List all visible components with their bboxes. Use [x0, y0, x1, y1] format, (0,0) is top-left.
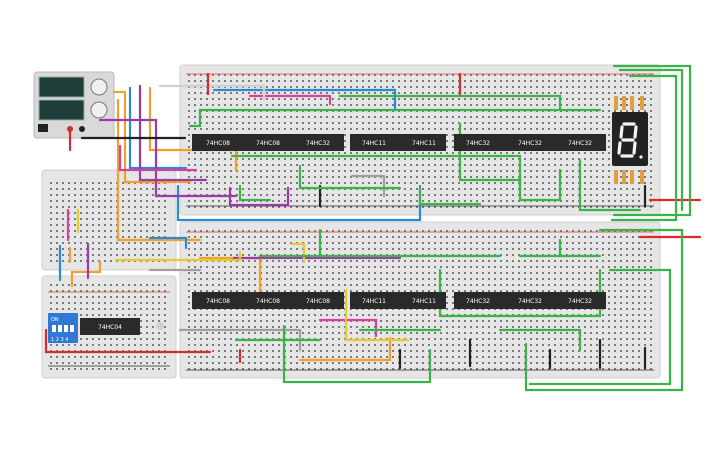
- chip-label: 74HC08: [256, 140, 280, 147]
- seven-segment-display: [612, 112, 648, 166]
- power-supply: [33, 71, 115, 139]
- chip-label: 74HC04: [98, 324, 122, 331]
- chip-label: 74HC32: [466, 140, 490, 147]
- chip-label: 74HC11: [362, 298, 386, 305]
- chip-label: 74HC08: [206, 140, 230, 147]
- bottom-chip-group: [192, 292, 606, 309]
- chip-label: 74HC08: [206, 298, 230, 305]
- chip-label: 74HC08: [256, 298, 280, 305]
- chip-label: 74HC08: [306, 298, 330, 305]
- chip-label: 74HC11: [362, 140, 386, 147]
- dip-switch-numbers: 1 2 3 4: [51, 337, 69, 343]
- inverter-chip: [80, 318, 140, 335]
- chip-label: 74HC11: [412, 298, 436, 305]
- top-chip-group: [192, 134, 606, 151]
- chip-label: 74HC32: [466, 298, 490, 305]
- chip-label: 74HC32: [518, 140, 542, 147]
- chip-label: 74HC32: [568, 298, 592, 305]
- dip-switch[interactable]: [48, 313, 78, 343]
- chip-label: 74HC32: [518, 298, 542, 305]
- dip-switch-on-label: ON: [51, 317, 59, 323]
- chip-label: 74HC11: [412, 140, 436, 147]
- breadboard-left-upper: [41, 169, 177, 271]
- resistors: [614, 96, 644, 184]
- chip-label: 74HC32: [568, 140, 592, 147]
- chip-label: 74HC32: [306, 140, 330, 147]
